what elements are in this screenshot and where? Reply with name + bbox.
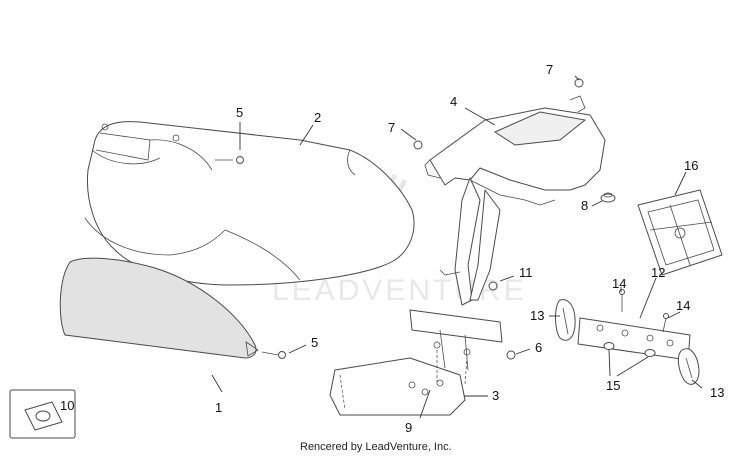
callout-14-right[interactable]: 14	[676, 298, 690, 313]
reflector-part-13-left[interactable]	[555, 299, 576, 341]
callout-7-left[interactable]: 7	[388, 120, 395, 135]
callout-11[interactable]: 11	[519, 265, 533, 280]
bracket-part-12[interactable]	[577, 317, 691, 361]
bracket-part-3[interactable]	[329, 357, 466, 416]
nut-part-6[interactable]	[506, 350, 516, 360]
screw-part-5-upper[interactable]	[215, 156, 244, 164]
side-cover-part-2[interactable]	[84, 121, 415, 286]
footer-credit: Rencered by LeadVenture, Inc.	[300, 441, 452, 453]
rear-fender-part-4[interactable]	[424, 95, 606, 206]
callout-6[interactable]: 6	[535, 340, 542, 355]
bolt-part-7-left[interactable]	[413, 140, 423, 150]
callout-9[interactable]: 9	[405, 420, 412, 435]
callout-10[interactable]: 10	[60, 398, 74, 413]
screw-part-14-left[interactable]	[619, 289, 625, 313]
leader-lines	[211, 75, 703, 419]
callout-13-right[interactable]: 13	[710, 385, 724, 400]
panel-part-1[interactable]	[59, 257, 259, 359]
callout-13-left[interactable]: 13	[530, 308, 544, 323]
callout-12[interactable]: 12	[651, 265, 665, 280]
grommet-part-8[interactable]	[600, 192, 616, 203]
callout-labels: 1 2 3 4 5 5 6 7 7 8 9 10 11 12 13 13 14 …	[60, 62, 724, 435]
callout-8[interactable]: 8	[581, 198, 588, 213]
screw-part-14-right[interactable]	[662, 313, 669, 333]
callout-7-top[interactable]: 7	[546, 62, 553, 77]
callout-15[interactable]: 15	[606, 378, 620, 393]
grommet-part-15[interactable]	[603, 342, 656, 357]
callout-2[interactable]: 2	[314, 110, 321, 125]
bolt-part-11[interactable]	[488, 281, 498, 291]
callout-5-lower[interactable]: 5	[311, 335, 318, 350]
callout-3[interactable]: 3	[492, 388, 499, 403]
callout-14-left[interactable]: 14	[612, 276, 626, 291]
plate-support	[409, 309, 503, 371]
nut-part-9[interactable]	[433, 341, 471, 386]
bolt-part-7-top[interactable]	[574, 78, 584, 88]
clip-part-10[interactable]	[9, 389, 76, 439]
callout-16[interactable]: 16	[684, 158, 698, 173]
screw-part-5-lower[interactable]	[261, 351, 286, 359]
callout-1[interactable]: 1	[215, 400, 222, 415]
fender-bracket	[439, 177, 501, 306]
plate-bracket-part-16[interactable]	[637, 189, 723, 276]
reflector-part-13-right[interactable]	[677, 348, 700, 385]
callout-5-upper[interactable]: 5	[236, 105, 243, 120]
callout-4[interactable]: 4	[450, 94, 457, 109]
